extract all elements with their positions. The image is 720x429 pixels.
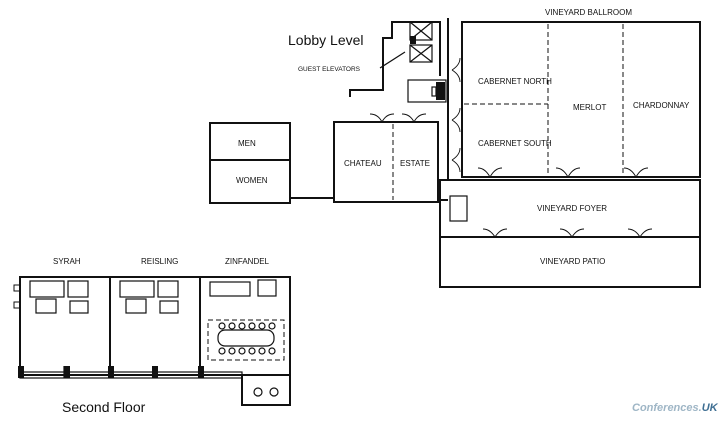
reisling-suite xyxy=(109,276,201,378)
chateau-label: CHATEAU xyxy=(344,159,382,168)
syrah-suite xyxy=(13,276,111,378)
vineyard-ballroom xyxy=(451,21,701,178)
watermark-prefix: Conferences xyxy=(632,402,699,414)
vineyard-foyer-label: VINEYARD FOYER xyxy=(537,204,607,213)
watermark-logo: Conferences.UK xyxy=(632,402,719,414)
reisling-label: REISLING xyxy=(141,257,178,266)
cabernet-south-label: CABERNET SOUTH xyxy=(478,139,552,148)
watermark-suffix: UK xyxy=(702,402,719,414)
zinfandel-suite xyxy=(199,276,291,406)
lobby-level-title: Lobby Level xyxy=(288,32,364,48)
second-floor-title: Second Floor xyxy=(62,399,146,415)
vineyard-patio xyxy=(439,236,701,288)
zinfandel-label: ZINFANDEL xyxy=(225,257,270,266)
merlot-label: MERLOT xyxy=(573,103,606,112)
cabernet-north-label: CABERNET NORTH xyxy=(478,77,552,86)
corridor-wall xyxy=(439,18,449,201)
syrah-label: SYRAH xyxy=(53,257,81,266)
chateau-estate xyxy=(333,113,439,203)
chardonnay-label: CHARDONNAY xyxy=(633,101,690,110)
estate-label: ESTATE xyxy=(400,159,430,168)
elevator-block xyxy=(349,21,447,103)
women-label: WOMEN xyxy=(236,176,268,185)
vineyard-patio-label: VINEYARD PATIO xyxy=(540,257,605,266)
guest-elevators-label: GUEST ELEVATORS xyxy=(298,66,361,73)
vineyard-ballroom-label: VINEYARD BALLROOM xyxy=(545,8,632,17)
restrooms xyxy=(209,122,291,204)
men-label: MEN xyxy=(238,139,256,148)
